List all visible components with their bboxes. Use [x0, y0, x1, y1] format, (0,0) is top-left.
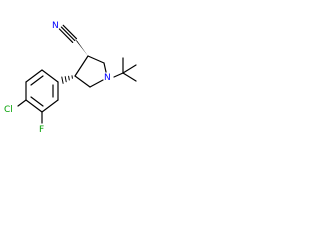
bonds	[17, 24, 137, 124]
aryl-cl-bond	[17, 99, 27, 107]
stereo-wedges	[58, 38, 88, 84]
atom-labels: N N Cl F	[4, 21, 111, 135]
ring-nitrogen-label: N	[104, 73, 111, 83]
tbutyl-methyl-2	[122, 72, 137, 82]
n-tbutyl-bond	[113, 72, 124, 78]
molecule-structure: N N Cl F	[4, 21, 137, 135]
ring-bond-n-c5	[89, 79, 104, 88]
fluorine-label: F	[39, 125, 44, 135]
hash-2	[68, 75, 70, 81]
ring-bond-c3-c2	[87, 55, 105, 64]
hash-3	[64, 76, 67, 83]
hash-4	[61, 76, 64, 84]
aryl-bond-1	[41, 69, 59, 83]
chlorine-label: Cl	[4, 105, 13, 115]
nitrile-bond-3	[62, 24, 78, 40]
aryl-double-2	[30, 96, 44, 107]
wedge-c3-cn	[74, 38, 88, 56]
aryl-double-1	[30, 75, 44, 86]
ring-bond-c5-c4	[74, 75, 91, 88]
ring-bond-c4-c3	[74, 55, 89, 77]
ring-bond-c2-n	[103, 62, 107, 73]
nitrile-bond-1	[58, 28, 74, 44]
aryl-bond-4	[25, 99, 43, 113]
aryl-bond-2	[25, 69, 43, 83]
aryl-bond-5	[41, 99, 59, 113]
nitrile-bond-2	[60, 26, 76, 42]
tbutyl-methyl-1	[122, 64, 137, 74]
nitrile-nitrogen-label: N	[52, 21, 59, 31]
